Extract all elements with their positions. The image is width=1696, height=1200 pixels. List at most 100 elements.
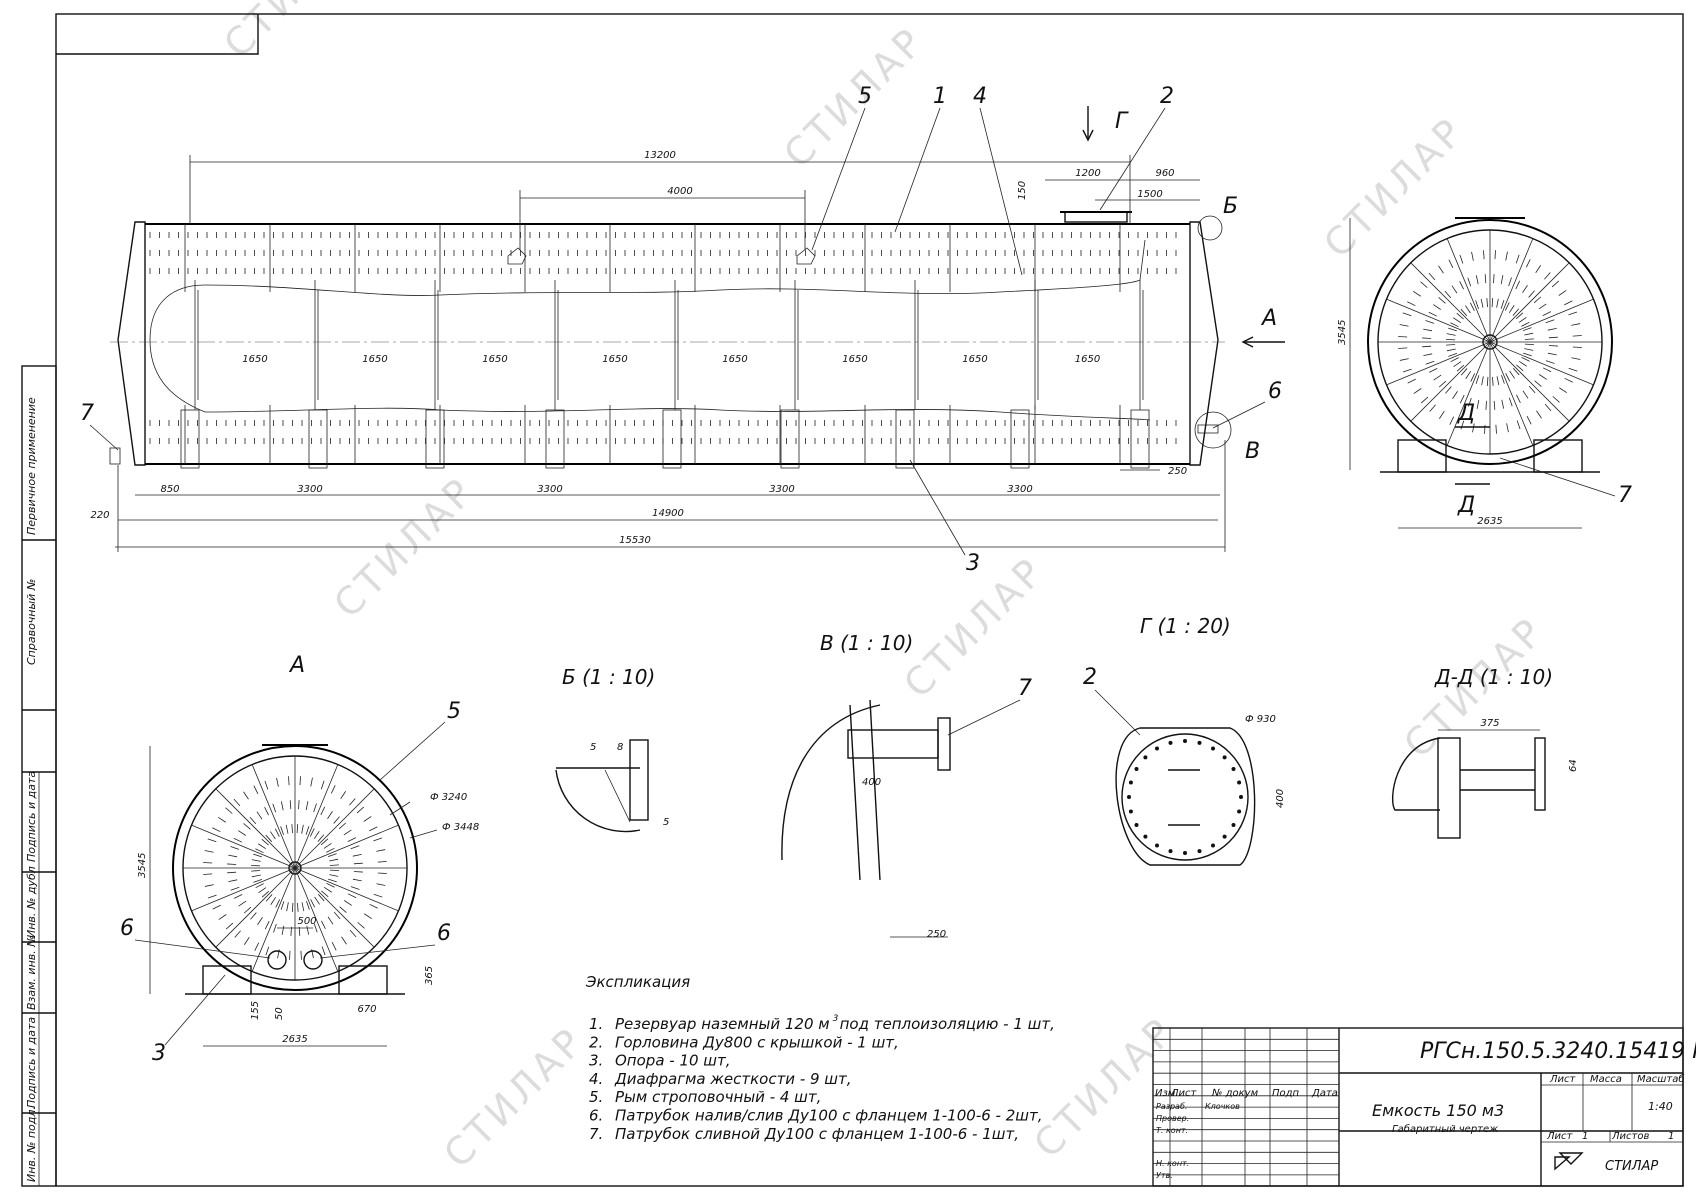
- explication-item: Горловина Ду800 с крышкой - 1 шт,: [615, 1033, 899, 1051]
- arrow-label-a: А: [1260, 306, 1277, 331]
- stamp-signature-date: Подпись и дата: [25, 771, 38, 862]
- explication-item: Патрубок налив/слив Ду100 с фланцем 1-10…: [615, 1107, 1043, 1125]
- dim-1650: 1650: [362, 354, 387, 365]
- tb-scale: 1:40: [1648, 1100, 1673, 1113]
- explication-item: Опора - 10 шт,: [615, 1052, 731, 1070]
- detail-b-title: Б (1 : 10): [562, 665, 655, 689]
- rv-callout-7: 7: [1618, 483, 1632, 508]
- watermark-layer: СТИЛАР СТИЛАР СТИЛАР СТИЛАР СТИЛАР СТИЛА…: [215, 0, 1553, 1176]
- rv-dim-w: 2635: [1477, 516, 1502, 527]
- support: [780, 409, 800, 469]
- rv-dim-h: 3545: [1337, 320, 1348, 345]
- support: [545, 409, 565, 469]
- detail-v-callout-7: 7: [1018, 676, 1032, 701]
- detail-g-title: Г (1 : 20): [1140, 614, 1231, 638]
- arrow-label-b: Б: [1223, 194, 1238, 219]
- tb-header: № докум: [1211, 1088, 1259, 1099]
- dim-1500: 1500: [1137, 189, 1162, 200]
- tb-role: Провер.: [1156, 1114, 1189, 1123]
- support: [308, 409, 328, 469]
- watermark: СТИЛАР: [435, 1018, 593, 1176]
- detail-v: В (1 : 10) 400 250 7: [781, 631, 1032, 940]
- stamp-dup-inv: Инв. № дубл: [25, 866, 38, 938]
- dim-1650: 1650: [1075, 354, 1100, 365]
- fill-nozzle: [1197, 424, 1219, 434]
- dim-250: 250: [1168, 466, 1187, 477]
- detail-b-dim-5b: 5: [663, 817, 669, 828]
- dim-1650: 1650: [602, 354, 627, 365]
- va-dim-3545: 3545: [137, 853, 148, 878]
- discharge-nozzle: [109, 447, 121, 465]
- drawing-subtitle: Габаритный чертеж: [1392, 1123, 1498, 1135]
- dim-1200: 1200: [1075, 168, 1100, 179]
- view-a-title: А: [288, 653, 305, 678]
- lifting-lug: [507, 247, 527, 265]
- dim-1650: 1650: [482, 354, 507, 365]
- main-dimensions: 13200 4000 1200 960 1500 150 850 3300 33…: [90, 150, 1226, 552]
- section-mark-d: Д: [1457, 401, 1475, 426]
- explication-num: 2.: [589, 1033, 603, 1051]
- company-name: СТИЛАР: [1605, 1159, 1658, 1174]
- tb-header: Изм: [1155, 1088, 1176, 1099]
- explication-num: 4.: [589, 1070, 603, 1088]
- dim-15530: 15530: [619, 535, 651, 546]
- va-callout-6: 6: [120, 916, 134, 941]
- detail-d-title: Д-Д (1 : 10): [1434, 665, 1553, 689]
- arrow-label-g: Г: [1115, 109, 1129, 134]
- tb-role: Н. конт.: [1156, 1159, 1189, 1168]
- dim-13200: 13200: [644, 150, 676, 161]
- explication-num: 3.: [589, 1052, 603, 1070]
- va-dim-50: 50: [274, 1007, 285, 1020]
- view-a: А 3545 2635 Ф 3240 Ф 3448 500 155 50 670…: [120, 653, 479, 1066]
- end-view-right: 3545 2635 7 Д Д: [1337, 217, 1632, 529]
- dim-14900: 14900: [652, 508, 684, 519]
- top-left-stamp: [56, 14, 259, 55]
- detail-v-title: В (1 : 10): [820, 631, 913, 655]
- va-callout-5: 5: [447, 699, 461, 724]
- explication-num: 1.: [589, 1015, 603, 1033]
- stamp-original-inv: Инв. № подл.: [25, 1106, 38, 1182]
- dim-3300: 3300: [769, 484, 794, 495]
- callout-5: 5: [858, 84, 872, 109]
- tb-header: Дата: [1311, 1088, 1338, 1099]
- stamp-reference-no: Справочный №: [25, 579, 38, 665]
- callout-6: 6: [1268, 379, 1282, 404]
- detail-v-dim-400: 400: [862, 777, 881, 788]
- va-callout-6b: 6: [437, 921, 451, 946]
- explication-item: Резервуар наземный 120 м: [615, 1015, 830, 1033]
- callout-4: 4: [973, 84, 987, 109]
- va-dim-d3240: Ф 3240: [430, 792, 467, 803]
- tb-col-sheet: Лист: [1549, 1074, 1577, 1085]
- lifting-lug: [796, 247, 816, 265]
- stamp-repl-inv: Взам. инв. №: [25, 935, 38, 1010]
- main-callouts: 5 1 4 2 7 3 6 Г А Б В: [80, 84, 1285, 576]
- dim-1650: 1650: [842, 354, 867, 365]
- support: [1010, 409, 1030, 469]
- detail-g-callout-2: 2: [1083, 665, 1097, 690]
- section-mark-d: Д: [1457, 493, 1475, 518]
- detail-g-dim-d930: Ф 930: [1245, 714, 1276, 725]
- callout-7: 7: [80, 401, 94, 426]
- explication-sup: 3: [833, 1014, 839, 1024]
- explication-item: Патрубок сливной Ду100 с фланцем 1-100-6…: [615, 1125, 1019, 1143]
- explication-num: 7.: [589, 1125, 603, 1143]
- va-dim-2635: 2635: [282, 1034, 307, 1045]
- dim-1650: 1650: [722, 354, 747, 365]
- detail-b-dim-8: 8: [617, 742, 623, 753]
- va-dim-155: 155: [250, 1001, 261, 1020]
- company-logo: СТИЛАР: [1554, 1152, 1658, 1174]
- drawing-name: Емкость 150 м3: [1372, 1101, 1504, 1120]
- side-stamp: Первичное применение Справочный № Подпис…: [21, 365, 57, 1187]
- detail-g: Г (1 : 20) Ф 930 400 2: [1083, 614, 1286, 866]
- support: [425, 409, 445, 469]
- detail-g-dim-400: 400: [1275, 789, 1286, 808]
- explication-tail: под теплоизоляцию - 1 шт,: [840, 1015, 1055, 1033]
- tb-sheet-label: Лист: [1546, 1131, 1574, 1142]
- dim-220: 220: [90, 510, 109, 521]
- va-dim-365: 365: [424, 966, 435, 985]
- detail-d-dim-375: 375: [1480, 718, 1499, 729]
- stamp-signature-date-2: Подпись и дата: [25, 1017, 38, 1108]
- dim-1650: 1650: [242, 354, 267, 365]
